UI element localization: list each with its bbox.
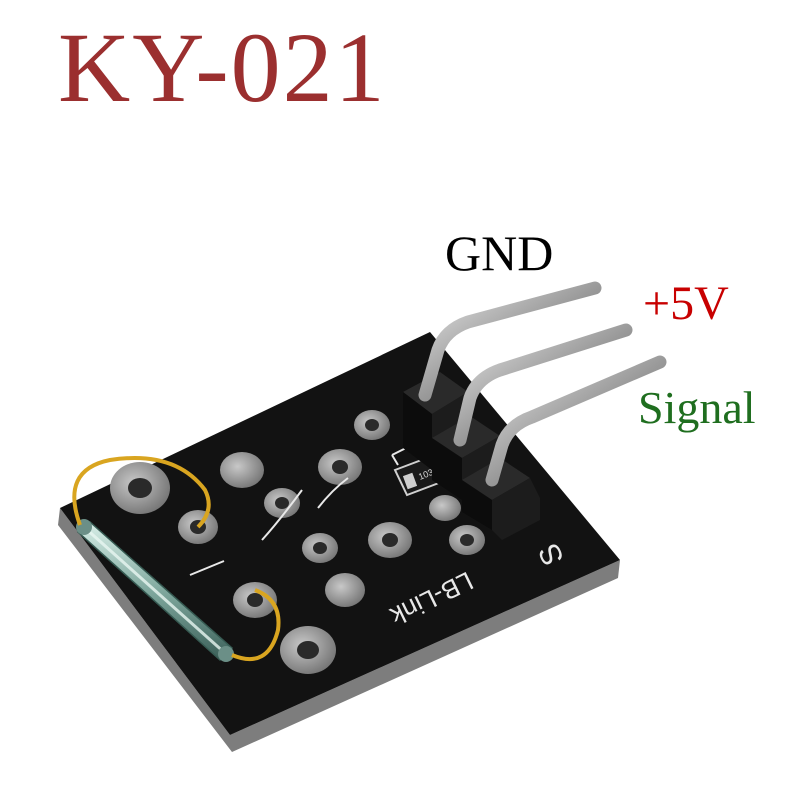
gnd-pin-label: GND (445, 225, 554, 281)
signal-pin-label: Signal (638, 382, 756, 433)
header-pins (418, 281, 667, 487)
vcc-pin-label: +5V (643, 277, 729, 330)
pcb-edge (58, 508, 620, 752)
pin-header-housing (403, 372, 540, 540)
gold-wire-leads (72, 456, 281, 661)
solder-pads (110, 410, 485, 674)
pcb-board (60, 332, 620, 735)
product-title: KY-021 (58, 12, 387, 123)
reed-switch (76, 519, 234, 662)
